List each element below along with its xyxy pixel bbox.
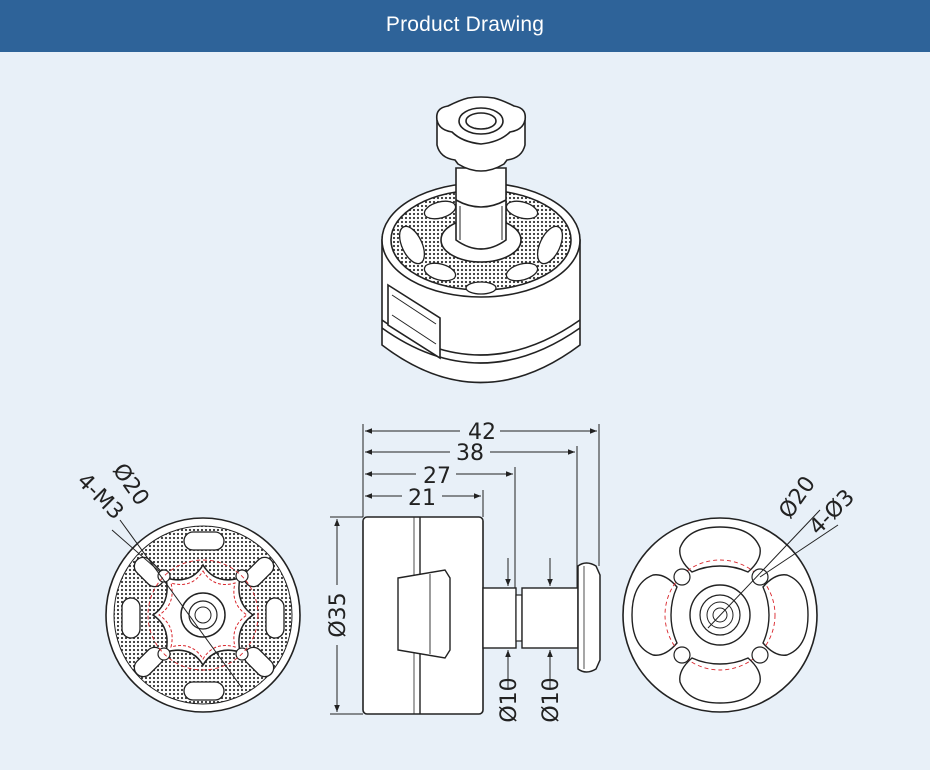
dimension-labels: 42 38 27 21 Ø35 Ø10 Ø10 <box>326 420 564 723</box>
dim-27: 27 <box>423 464 451 489</box>
dim-21: 21 <box>408 486 436 511</box>
dim-d10-b: Ø10 <box>539 677 564 722</box>
header-bar: Product Drawing <box>0 0 930 52</box>
dim-38: 38 <box>456 441 484 466</box>
left-face-view <box>105 517 301 713</box>
dim-d10-a: Ø10 <box>497 677 522 722</box>
isometric-view <box>381 96 581 384</box>
dim-42: 42 <box>468 420 496 445</box>
page-title: Product Drawing <box>385 13 545 36</box>
product-drawing: Ø20 4-M3 <box>72 96 860 723</box>
right-face-view <box>622 509 839 713</box>
dim-d35: Ø35 <box>326 592 351 637</box>
side-view <box>362 516 601 715</box>
